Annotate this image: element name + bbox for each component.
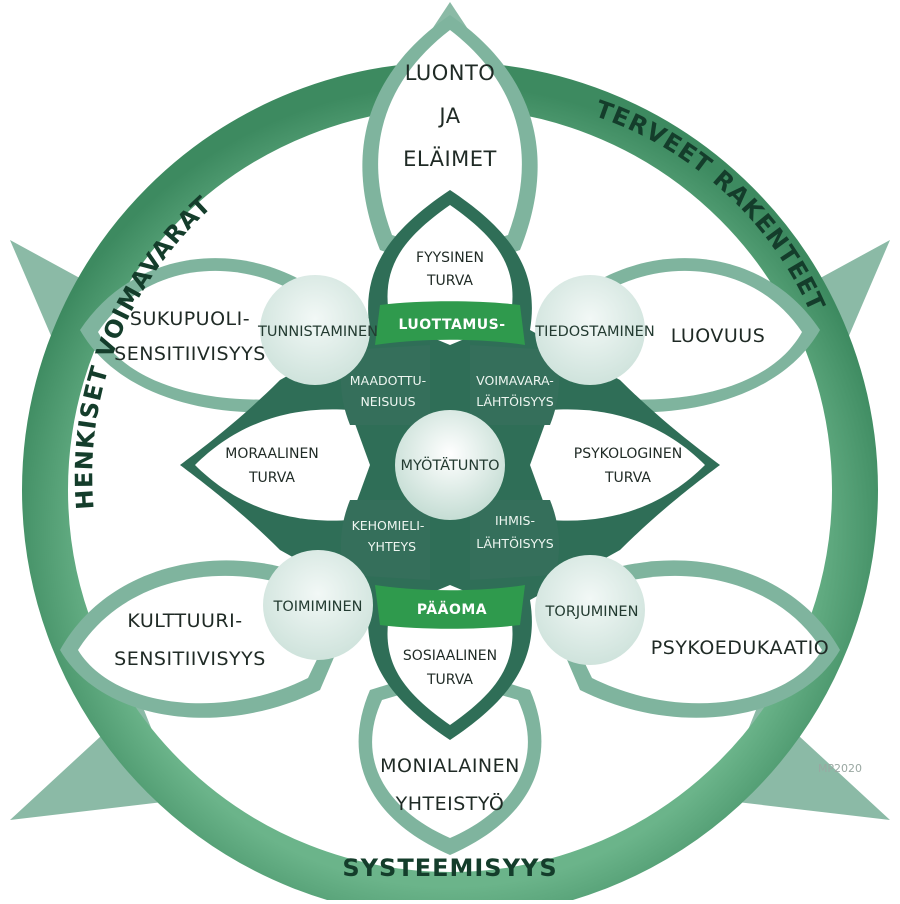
circle-lower-left bbox=[263, 550, 373, 660]
leaf-lower-right-line1: PSYKOEDUKAATIO bbox=[651, 637, 829, 659]
inner-right-line1: PSYKOLOGINEN bbox=[574, 446, 682, 462]
leaf-upper-left-line1: SUKUPUOLI- bbox=[130, 308, 250, 330]
leaf-upper-right-line1: LUOVUUS bbox=[671, 325, 766, 347]
petal-upper-right-line2: LÄHTÖISYYS bbox=[476, 393, 554, 409]
band-top bbox=[375, 301, 525, 345]
petal-upper-right-line1: VOIMAVARA- bbox=[476, 373, 554, 388]
leaf-lower-left-line1: KULTTUURI- bbox=[127, 610, 242, 632]
inner-top-line1: FYYSINEN bbox=[416, 250, 484, 266]
inner-left-line1: MORAALINEN bbox=[225, 446, 319, 462]
leaf-top-line2: JA bbox=[437, 104, 460, 128]
circle-upper-left-label: TUNNISTAMINEN bbox=[257, 324, 378, 340]
band-bottom-label: PÄÄOMA bbox=[417, 601, 487, 618]
inner-top-line2: TURVA bbox=[426, 273, 473, 289]
band-top-label: LUOTTAMUS- bbox=[398, 317, 505, 333]
inner-bottom-line1: SOSIAALINEN bbox=[403, 648, 497, 664]
leaf-top-line3: ELÄIMET bbox=[403, 146, 497, 171]
dark-petals bbox=[340, 345, 560, 580]
band-bottom bbox=[375, 585, 525, 629]
petal-lower-left-line1: KEHOMIELI- bbox=[352, 518, 425, 533]
petal-upper-left-line1: MAADOTTU- bbox=[350, 373, 426, 388]
circle-upper-right-label: TIEDOSTAMINEN bbox=[534, 324, 654, 340]
petal-lower-right-line2: LÄHTÖISYYS bbox=[476, 535, 554, 551]
ring-text-bottom: SYSTEEMISYYS bbox=[342, 854, 557, 882]
leaf-bottom-line1: MONIALAINEN bbox=[380, 755, 520, 777]
leaf-upper-left-line2: SENSITIIVISYYS bbox=[114, 343, 266, 365]
circle-center bbox=[395, 410, 505, 520]
signature: MP2020 bbox=[818, 762, 862, 775]
petal-upper-left-line2: NEISUUS bbox=[360, 394, 415, 409]
inner-bottom-line2: TURVA bbox=[426, 672, 473, 688]
circle-center-label: MYÖTÄTUNTO bbox=[400, 456, 499, 474]
petal-lower-left-line2: YHTEYS bbox=[367, 539, 416, 554]
inner-left-line2: TURVA bbox=[248, 470, 295, 486]
petal-lower-right-line1: IHMIS- bbox=[495, 513, 535, 528]
inner-right-line2: TURVA bbox=[604, 470, 651, 486]
circle-upper-right bbox=[535, 275, 645, 385]
circle-upper-left bbox=[260, 275, 370, 385]
leaf-top-line1: LUONTO bbox=[405, 61, 496, 85]
circle-lower-left-label: TOIMIMINEN bbox=[273, 599, 363, 615]
leaf-lower-left-line2: SENSITIIVISYYS bbox=[114, 648, 266, 670]
leaf-bottom-line2: YHTEISTYÖ bbox=[395, 792, 505, 815]
circle-lower-right-label: TORJUMINEN bbox=[545, 604, 639, 620]
circle-lower-right bbox=[535, 555, 645, 665]
